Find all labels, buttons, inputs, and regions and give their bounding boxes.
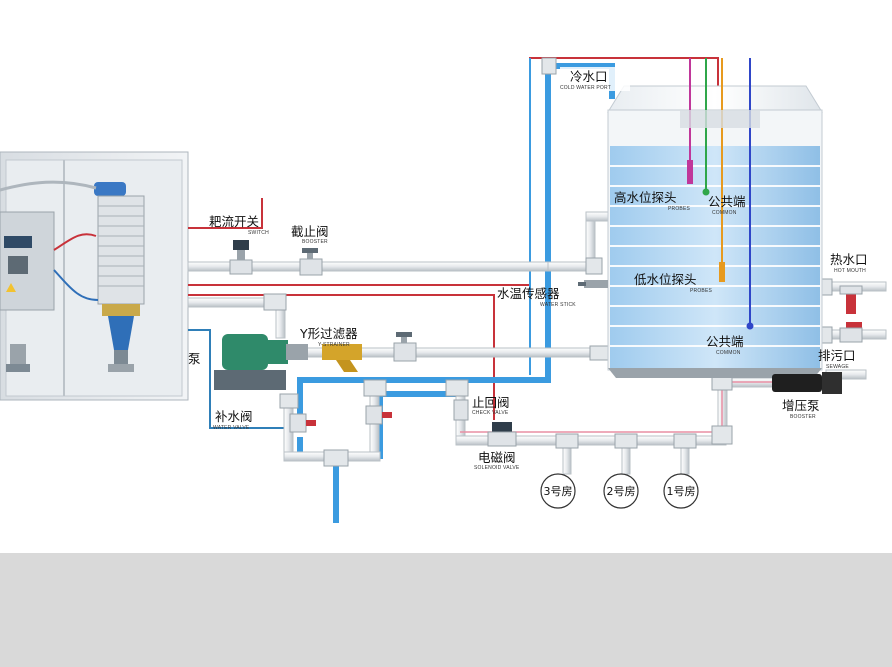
throttle-switch xyxy=(229,240,253,275)
room-outlets: 3号房 2号房 1号房 xyxy=(540,473,699,509)
label-pump: 泵 xyxy=(188,351,201,366)
label-check-valve: 止回阀 xyxy=(472,395,510,410)
label-temp-sensor-en: WATER STICK xyxy=(540,302,576,308)
label-high-probe: 高水位探头 xyxy=(614,190,677,205)
room-label-3: 3号房 xyxy=(544,485,573,498)
water-tank xyxy=(607,58,823,378)
label-common-bottom-en: COMMON xyxy=(716,350,741,356)
label-stop-valve-en: BOOSTER xyxy=(302,239,328,245)
label-booster-pump-en: BOOSTER xyxy=(790,414,816,420)
display-screen xyxy=(4,236,32,248)
tank-water xyxy=(610,146,820,368)
label-low-probe-en: PROBES xyxy=(690,288,713,294)
label-y-strainer-en: Y-STRAINER xyxy=(318,342,350,348)
makeup-valve-device xyxy=(289,405,392,433)
label-makeup-valve-en: WATER VALVE xyxy=(213,425,250,431)
y-strainer xyxy=(322,344,362,372)
footer-band xyxy=(0,553,892,667)
electric-heater xyxy=(94,182,145,372)
label-hot-water-port: 热水口 xyxy=(830,252,868,267)
label-check-valve-en: CHECK VALVE xyxy=(472,410,509,416)
label-hot-water-port-en: HOT MOUTH xyxy=(834,268,866,274)
label-stop-valve: 截止阀 xyxy=(291,224,329,239)
sensor-fitting xyxy=(10,344,26,366)
room-circle-3 xyxy=(540,473,576,509)
label-high-probe-en: PROBES xyxy=(668,206,691,212)
room-circle-1 xyxy=(663,473,699,509)
label-drain-port-en: SEWAGE xyxy=(826,364,849,370)
label-cold-water-port-en: COLD WATER PORT xyxy=(560,85,611,91)
heater-cabinet xyxy=(0,151,189,401)
room-label-1: 1号房 xyxy=(667,485,696,498)
label-y-strainer: Y形过滤器 xyxy=(299,326,358,341)
label-makeup-valve: 补水阀 xyxy=(215,409,253,424)
label-common-top: 公共端 xyxy=(708,194,746,209)
circulation-pump xyxy=(214,334,308,390)
label-low-probe: 低水位探头 xyxy=(634,272,697,287)
booster-pump xyxy=(772,372,842,394)
room-label-2: 2号房 xyxy=(607,485,636,498)
gate-valve xyxy=(393,332,417,362)
component-labels: 冷水口 COLD WATER PORT 高水位探头 PROBES 公共端 COM… xyxy=(188,67,868,471)
label-throttle-switch: 耙流开关 xyxy=(209,214,259,229)
label-temp-sensor: 水温传感器 xyxy=(497,286,560,301)
label-common-top-en: COMMON xyxy=(712,210,737,216)
drain-valve xyxy=(839,322,863,343)
label-common-bottom: 公共端 xyxy=(706,334,744,349)
label-solenoid-valve-en: SOLENOID VALVE xyxy=(474,465,520,471)
check-valve xyxy=(453,399,469,421)
room-circle-2 xyxy=(603,473,639,509)
stop-valve xyxy=(299,248,323,276)
label-solenoid-valve: 电磁阀 xyxy=(478,450,516,465)
label-throttle-switch-en: SWITCH xyxy=(248,230,269,236)
pipe-fittings xyxy=(263,57,833,467)
warning-icon xyxy=(6,283,16,292)
label-drain-port: 排污口 xyxy=(818,348,856,363)
keypad xyxy=(8,256,28,274)
label-cold-water-port: 冷水口 xyxy=(570,69,608,84)
solenoid-valve xyxy=(487,422,517,447)
label-booster-pump: 增压泵 xyxy=(782,398,820,413)
hot-water-valve xyxy=(839,285,863,314)
temperature-sensor xyxy=(578,280,608,288)
